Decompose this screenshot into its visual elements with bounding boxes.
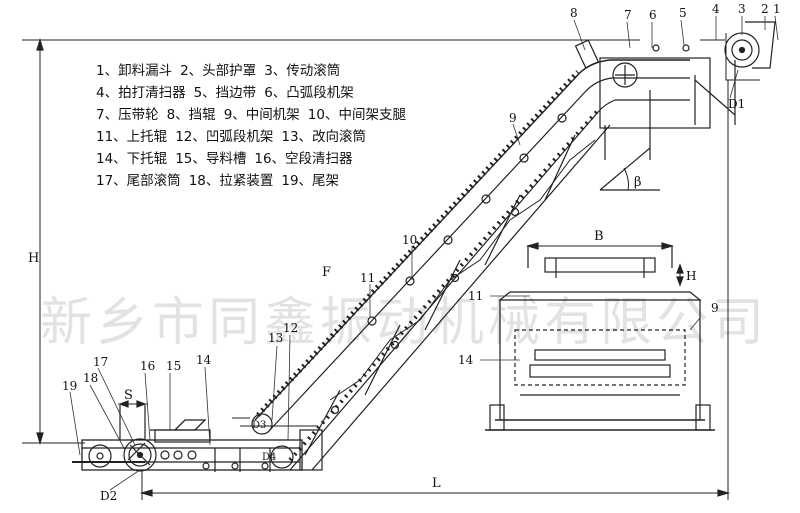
legend-item: 13、改向滚筒 xyxy=(281,129,367,145)
label-18: 18 xyxy=(83,371,98,385)
label-L: L xyxy=(432,476,441,491)
label-16: 16 xyxy=(140,359,155,373)
label-17: 17 xyxy=(93,355,108,369)
beta-angle xyxy=(599,147,660,191)
leader-lines xyxy=(69,15,779,491)
legend-item: 4、拍打清扫器 xyxy=(96,85,186,101)
legend-item: 2、头部护罩 xyxy=(180,63,257,79)
label-19: 19 xyxy=(62,379,77,393)
label-6: 6 xyxy=(649,8,657,22)
label-10: 10 xyxy=(402,233,417,247)
label-14: 14 xyxy=(196,353,212,367)
legend-item: 7、压带轮 xyxy=(96,107,159,123)
legend-row: 7、压带轮 8、挡辊 9、中间机架 10、中间架支腿 xyxy=(96,104,414,126)
label-1: 1 xyxy=(773,2,781,16)
label-3: 3 xyxy=(738,2,746,16)
head-section xyxy=(574,21,776,160)
legend-row: 4、拍打清扫器 5、挡边带 6、凸弧段机架 xyxy=(96,82,414,104)
legend-row: 14、下托辊 15、导料槽 16、空段清扫器 xyxy=(96,148,414,170)
legend-row: 17、尾部滚筒 18、拉紧装置 19、尾架 xyxy=(96,170,414,192)
label-9-section: 9 xyxy=(711,301,719,315)
legend-item: 17、尾部滚筒 xyxy=(96,173,181,189)
label-7: 7 xyxy=(624,8,632,22)
tail-section xyxy=(72,400,323,472)
legend-row: 1、卸料漏斗 2、头部护罩 3、传动滚筒 xyxy=(96,60,414,82)
label-D2: D2 xyxy=(100,489,117,503)
label-5: 5 xyxy=(679,6,687,20)
legend-item: 1、卸料漏斗 xyxy=(96,63,173,79)
legend-item: 14、下托辊 xyxy=(96,151,168,167)
label-12: 12 xyxy=(283,321,298,335)
label-8: 8 xyxy=(570,6,578,20)
legend-item: 12、凹弧段机架 xyxy=(175,129,274,145)
legend-item: 15、导料槽 xyxy=(175,151,247,167)
label-F: F xyxy=(322,265,331,280)
label-D1: D1 xyxy=(728,97,745,111)
cross-section-view xyxy=(485,242,715,431)
label-14-section: 14 xyxy=(458,353,474,367)
label-H-section: H xyxy=(686,269,696,283)
legend-item: 3、传动滚筒 xyxy=(264,63,341,79)
legend-item: 16、空段清扫器 xyxy=(254,151,353,167)
label-D3: D3 xyxy=(252,420,266,431)
inclined-belt xyxy=(232,59,690,471)
legend-item: 19、尾架 xyxy=(281,173,340,189)
legend-item: 5、挡边带 xyxy=(193,85,257,101)
label-11-section: 11 xyxy=(468,289,483,303)
legend-row: 11、上托辊 12、凹弧段机架 13、改向滚筒 xyxy=(96,126,414,148)
label-9: 9 xyxy=(509,111,517,125)
label-B: B xyxy=(594,229,604,244)
legend-item: 8、挡辊 xyxy=(166,107,216,123)
label-13: 13 xyxy=(268,331,283,345)
component-legend: 1、卸料漏斗 2、头部护罩 3、传动滚筒 4、拍打清扫器 5、挡边带 6、凸弧段机架 7… xyxy=(96,60,414,192)
label-11: 11 xyxy=(360,271,375,285)
label-2: 2 xyxy=(761,2,769,16)
legend-item: 10、中间架支腿 xyxy=(307,107,406,123)
label-15: 15 xyxy=(166,359,181,373)
label-H: H xyxy=(28,251,39,266)
legend-item: 6、凸弧段机架 xyxy=(264,85,354,101)
legend-item: 9、中间机架 xyxy=(223,107,300,123)
label-S: S xyxy=(124,388,133,403)
label-4: 4 xyxy=(712,2,720,16)
legend-item: 11、上托辊 xyxy=(96,129,168,145)
label-beta: β xyxy=(634,175,642,190)
label-D4: D4 xyxy=(262,452,276,463)
legend-item: 18、拉紧装置 xyxy=(188,173,274,189)
height-dimension xyxy=(22,37,640,446)
length-dimension xyxy=(139,80,731,500)
